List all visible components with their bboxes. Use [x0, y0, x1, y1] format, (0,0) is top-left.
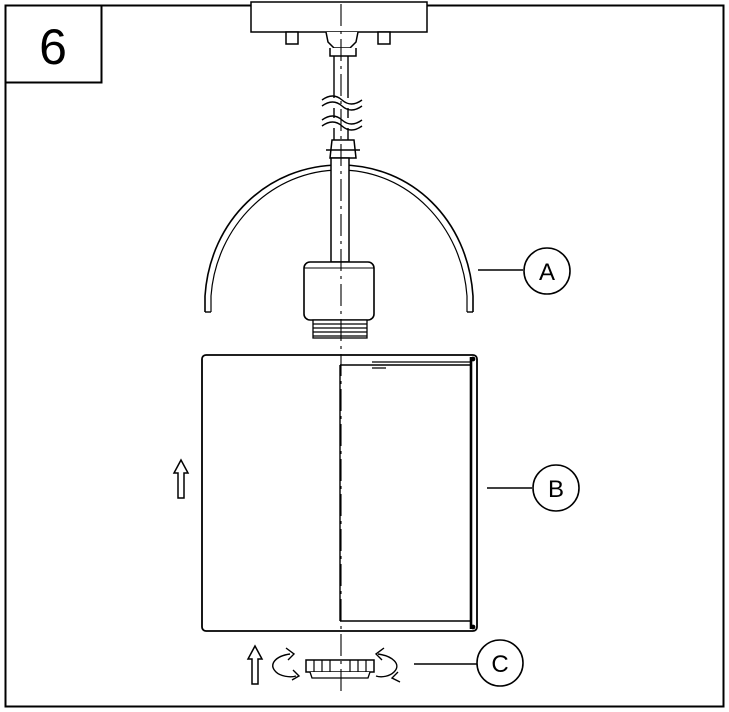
step-badge: 6 — [4, 4, 103, 84]
cylinder-shade-b — [201, 354, 478, 632]
step-number: 6 — [39, 19, 67, 75]
rotate-right-icon — [374, 647, 401, 683]
rotate-left-icon — [272, 647, 301, 681]
step-box — [4, 4, 103, 84]
callout-b-letter: B — [548, 476, 564, 503]
socket-thread — [312, 319, 368, 339]
callout-a: A — [478, 247, 571, 295]
up-arrow-shade-icon — [172, 458, 190, 499]
cord-grip — [326, 139, 360, 159]
suspension-cord — [321, 56, 363, 140]
ceiling-canopy — [250, 1, 428, 57]
callout-a-letter: A — [539, 259, 555, 286]
callout-c-letter: C — [491, 651, 508, 678]
callout-b: B — [487, 464, 580, 512]
callout-c: C — [414, 639, 524, 687]
lamp-socket — [303, 261, 375, 321]
up-arrow-ring-icon — [246, 644, 264, 685]
bottom-ring-c — [305, 659, 375, 679]
lamp-stem — [330, 157, 350, 263]
